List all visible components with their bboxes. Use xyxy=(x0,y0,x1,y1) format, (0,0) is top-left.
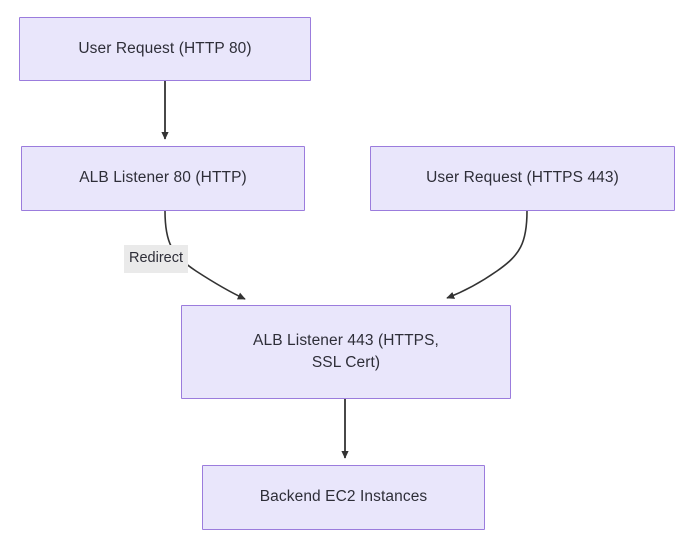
node-user-request-http-80[interactable]: User Request (HTTP 80) xyxy=(19,17,311,81)
node-label: User Request (HTTP 80) xyxy=(78,39,252,57)
node-user-request-https-443[interactable]: User Request (HTTPS 443) xyxy=(370,146,675,211)
node-backend-ec2-instances[interactable]: Backend EC2 Instances xyxy=(202,465,485,530)
node-alb-listener-80-http[interactable]: ALB Listener 80 (HTTP) xyxy=(21,146,305,211)
node-alb-listener-443-https-ssl-cert[interactable]: ALB Listener 443 (HTTPS, SSL Cert) xyxy=(181,305,511,399)
node-label: User Request (HTTPS 443) xyxy=(426,169,619,187)
edge-label-redirect: Redirect xyxy=(124,245,188,273)
node-label: ALB Listener 443 (HTTPS, SSL Cert) xyxy=(253,331,439,371)
edge-user-https-to-alb-443 xyxy=(446,210,528,299)
node-label: ALB Listener 80 (HTTP) xyxy=(79,169,247,187)
node-label: Backend EC2 Instances xyxy=(259,488,428,506)
